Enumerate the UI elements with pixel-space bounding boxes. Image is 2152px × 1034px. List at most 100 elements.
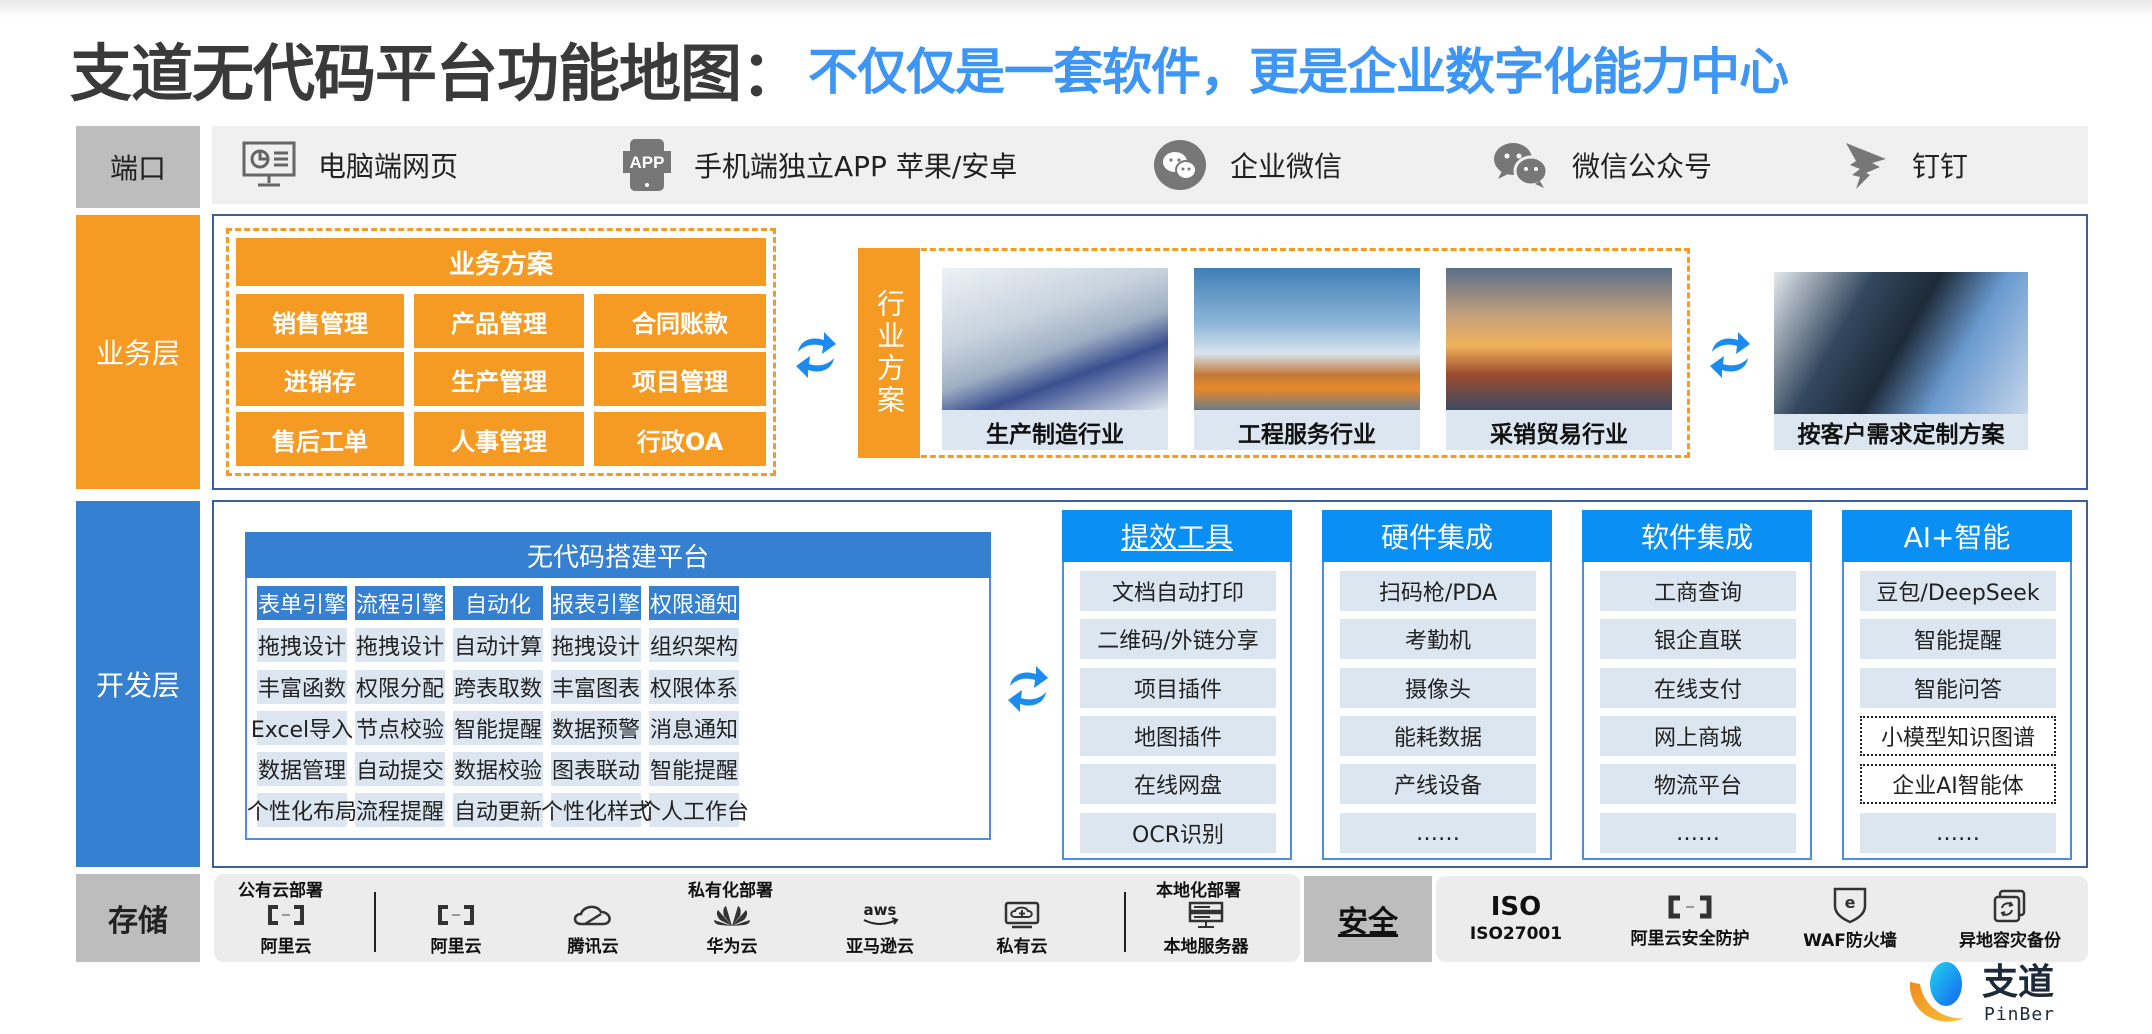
- nocode-platform: 无代码搭建平台: [245, 532, 991, 840]
- feature-cell[interactable]: 流程提醒: [355, 793, 445, 827]
- engine-header[interactable]: 流程引擎: [355, 586, 445, 620]
- port-dingtalk[interactable]: 钉钉: [1842, 126, 1968, 204]
- ports-label: 端口: [76, 126, 200, 208]
- tool-item[interactable]: 网上商城: [1600, 716, 1796, 756]
- sync-arrows-icon: [796, 332, 836, 378]
- logo-mark-icon: [1909, 962, 1964, 1022]
- page-title: 支道无代码平台功能地图： 不仅仅是一套软件，更是企业数字化能力中心: [70, 28, 1789, 110]
- title-main: 支道无代码平台功能地图：: [70, 37, 803, 110]
- solution-item[interactable]: 生产管理: [414, 352, 584, 406]
- security-item[interactable]: 阿里云安全防护: [1620, 890, 1760, 949]
- port-web[interactable]: 电脑端网页: [242, 126, 458, 204]
- nocode-title: 无代码搭建平台: [245, 532, 991, 578]
- solution-item[interactable]: 进销存: [236, 352, 404, 406]
- aliyun-icon: [436, 900, 476, 930]
- storage-option[interactable]: aws 亚马逊云: [838, 898, 922, 957]
- feature-cell[interactable]: 个人工作台: [639, 793, 749, 827]
- storage-option[interactable]: 私有云: [992, 898, 1052, 957]
- solution-item[interactable]: 产品管理: [414, 294, 584, 348]
- tool-item[interactable]: ……: [1860, 813, 2056, 853]
- industry-card-manufacturing[interactable]: 生产制造行业: [942, 268, 1168, 450]
- engine-header[interactable]: 自动化: [453, 586, 543, 620]
- tool-item-planned[interactable]: 小模型知识图谱: [1860, 716, 2056, 756]
- tool-item[interactable]: 产线设备: [1340, 764, 1536, 804]
- tool-item[interactable]: 能耗数据: [1340, 716, 1536, 756]
- private-cloud-group-label: 私有化部署: [688, 881, 773, 901]
- security-item-label: ISO27001: [1469, 924, 1563, 944]
- solution-item[interactable]: 行政OA: [594, 412, 766, 466]
- tool-item[interactable]: 文档自动打印: [1080, 571, 1276, 611]
- feature-cell[interactable]: Excel导入: [251, 711, 353, 745]
- tool-item[interactable]: 在线网盘: [1080, 764, 1276, 804]
- solution-item[interactable]: 销售管理: [236, 294, 404, 348]
- port-wecom[interactable]: 企业微信: [1152, 126, 1342, 204]
- tool-item[interactable]: 智能提醒: [1860, 619, 2056, 659]
- security-item[interactable]: e WAF防火墙: [1800, 884, 1900, 951]
- storage-option[interactable]: 腾讯云: [563, 898, 623, 957]
- security-item[interactable]: ISO ISO27001: [1466, 890, 1566, 944]
- custom-solution-card[interactable]: 按客户需求定制方案: [1774, 272, 2028, 450]
- tool-item[interactable]: 智能问答: [1860, 668, 2056, 708]
- feature-cell[interactable]: 自动提交: [355, 752, 445, 786]
- tool-item[interactable]: 摄像头: [1340, 668, 1536, 708]
- storage-option[interactable]: 华为云: [702, 898, 762, 957]
- solution-item[interactable]: 售后工单: [236, 412, 404, 466]
- tool-item[interactable]: OCR识别: [1080, 813, 1276, 853]
- industry-card-engineering[interactable]: 工程服务行业: [1194, 268, 1420, 450]
- tool-item[interactable]: 二维码/外链分享: [1080, 619, 1276, 659]
- tool-item[interactable]: 地图插件: [1080, 716, 1276, 756]
- storage-bar: [214, 874, 1300, 962]
- feature-cell[interactable]: 节点校验: [355, 711, 445, 745]
- feature-cell[interactable]: 数据校验: [453, 752, 543, 786]
- feature-cell[interactable]: 自动计算: [453, 628, 543, 662]
- engine-header[interactable]: 权限通知: [649, 586, 739, 620]
- feature-cell[interactable]: 个性化布局: [247, 793, 357, 827]
- security-item[interactable]: 异地容灾备份: [1950, 886, 2070, 951]
- feature-cell[interactable]: 智能提醒: [649, 752, 739, 786]
- feature-cell[interactable]: 丰富图表: [551, 670, 641, 704]
- feature-cell[interactable]: 图表联动: [551, 752, 641, 786]
- tool-item[interactable]: 工商查询: [1600, 571, 1796, 611]
- feature-cell[interactable]: 组织架构: [649, 628, 739, 662]
- shipping-image: [1446, 268, 1672, 410]
- solution-item[interactable]: 合同账款: [594, 294, 766, 348]
- tool-item[interactable]: 在线支付: [1600, 668, 1796, 708]
- tools-column-efficiency: 提效工具 文档自动打印 二维码/外链分享 项目插件 地图插件 在线网盘 OCR识…: [1062, 510, 1292, 860]
- feature-cell[interactable]: 丰富函数: [257, 670, 347, 704]
- port-app[interactable]: APP 手机端独立APP 苹果/安卓: [622, 126, 1017, 204]
- feature-cell[interactable]: 拖拽设计: [257, 628, 347, 662]
- column-header[interactable]: 提效工具: [1062, 510, 1292, 562]
- tool-item[interactable]: ……: [1600, 813, 1796, 853]
- tool-item[interactable]: 项目插件: [1080, 668, 1276, 708]
- feature-cell[interactable]: 权限体系: [649, 670, 739, 704]
- feature-cell[interactable]: 自动更新: [453, 793, 543, 827]
- tool-item[interactable]: 豆包/DeepSeek: [1860, 571, 2056, 611]
- storage-option-label: 阿里云: [430, 937, 482, 957]
- industry-caption: 工程服务行业: [1238, 422, 1376, 448]
- tool-item[interactable]: 考勤机: [1340, 619, 1536, 659]
- feature-cell[interactable]: 智能提醒: [453, 711, 543, 745]
- feature-cell[interactable]: 个性化样式: [541, 793, 651, 827]
- industry-card-trade[interactable]: 采销贸易行业: [1446, 268, 1672, 450]
- solution-item[interactable]: 人事管理: [414, 412, 584, 466]
- feature-cell[interactable]: 数据管理: [257, 752, 347, 786]
- feature-cell[interactable]: 拖拽设计: [355, 628, 445, 662]
- feature-cell[interactable]: 跨表取数: [453, 670, 543, 704]
- storage-option[interactable]: 阿里云: [256, 898, 316, 957]
- feature-cell[interactable]: 权限分配: [355, 670, 445, 704]
- feature-cell[interactable]: 消息通知: [649, 711, 739, 745]
- storage-option[interactable]: 阿里云: [426, 898, 486, 957]
- tool-item[interactable]: 扫码枪/PDA: [1340, 571, 1536, 611]
- tool-item[interactable]: 银企直联: [1600, 619, 1796, 659]
- engine-header[interactable]: 表单引擎: [257, 586, 347, 620]
- feature-cell[interactable]: 拖拽设计: [551, 628, 641, 662]
- tool-item-planned[interactable]: 企业AI智能体: [1860, 764, 2056, 804]
- tool-item[interactable]: 物流平台: [1600, 764, 1796, 804]
- feature-cell[interactable]: 数据预警: [551, 711, 641, 745]
- port-wechat-official[interactable]: 微信公众号: [1492, 126, 1712, 204]
- storage-option[interactable]: 本地服务器: [1156, 898, 1256, 957]
- svg-text:aws: aws: [864, 902, 897, 919]
- tool-item[interactable]: ……: [1340, 813, 1536, 853]
- engine-header[interactable]: 报表引擎: [551, 586, 641, 620]
- solution-item[interactable]: 项目管理: [594, 352, 766, 406]
